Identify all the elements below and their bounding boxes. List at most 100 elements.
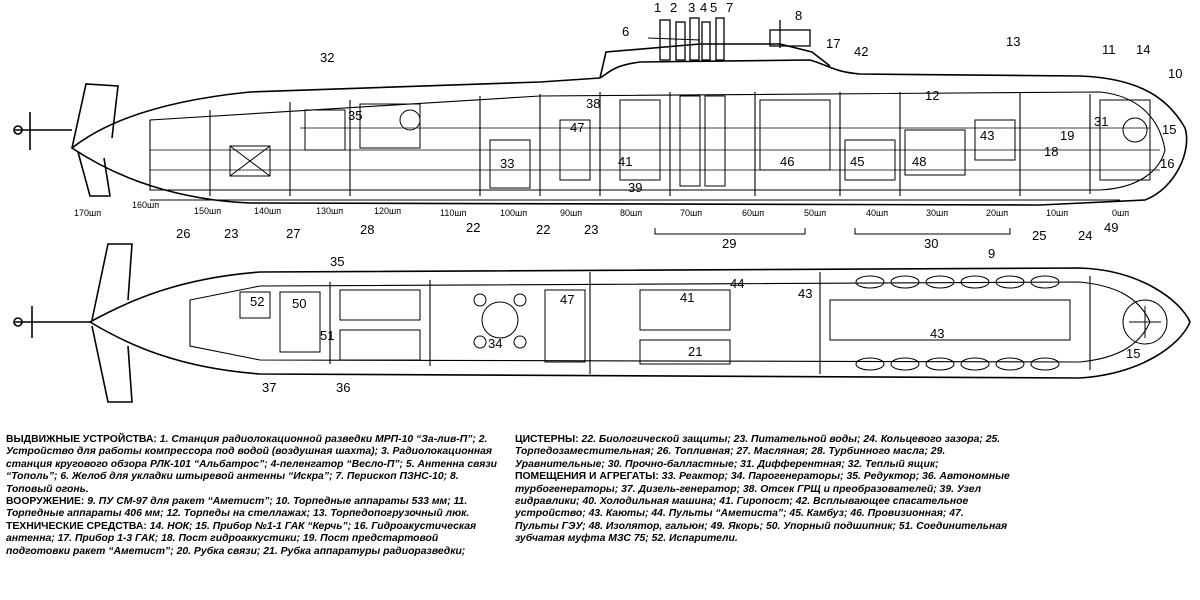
frame-label: 110шп [440,208,467,218]
callout-5: 5 [710,0,717,15]
legend-paragraph: ЦИСТЕРНЫ: 22. Биологической защиты; 23. … [515,434,1010,471]
callout-14: 14 [1136,42,1150,57]
plan-view [13,243,1191,403]
callout-41: 41 [618,154,632,169]
tail-fin [71,83,119,149]
callout-11: 11 [1102,42,1116,57]
plan-callout-37: 37 [262,380,276,395]
plan-callout-43a: 43 [798,286,812,301]
plan-fin-lower [91,325,133,403]
plan-fin-upper [91,243,133,321]
plan-callout-50: 50 [292,296,306,311]
frame-label: 140шп [254,206,281,216]
callout-13: 13 [1006,34,1020,49]
frame-label: 170шп [74,208,101,218]
callout-8: 8 [795,8,802,23]
callout-45: 45 [850,154,864,169]
plan-callout-21: 21 [688,344,702,359]
bracket-30 [854,228,1011,235]
callout-4: 4 [700,0,707,15]
callout-7: 7 [726,0,733,15]
plan-propeller-icon [13,306,90,338]
callout-32: 32 [320,50,334,65]
callout-39: 39 [628,180,642,195]
callout-2: 2 [670,0,677,15]
legend-right-column: ЦИСТЕРНЫ: 22. Биологической защиты; 23. … [515,434,1010,546]
frame-label: 120шп [374,206,401,216]
callout-48: 48 [912,154,926,169]
legend-text: 22. Биологической защиты; 23. Питательно… [515,434,1001,470]
legend-heading: ПОМЕЩЕНИЯ И АГРЕГАТЫ: [515,471,659,483]
plan-callout-9: 9 [988,246,995,261]
callout-31: 31 [1094,114,1108,129]
legend-paragraph: ВООРУЖЕНИЕ: 9. ПУ СМ-97 для ракет “Амети… [6,496,498,521]
plan-hull-outline [88,267,1191,379]
callout-49: 49 [1104,220,1118,235]
launch-tubes [855,275,1060,371]
plan-equipment [239,289,1168,365]
legend-heading: ТЕХНИЧЕСКИЕ СРЕДСТВА: [6,520,147,532]
masts [647,17,811,61]
callout-23b: 23 [584,222,598,237]
side-view [13,17,1188,235]
frame-label: 20шп [986,208,1008,218]
callout-1: 1 [654,0,661,15]
plan-callout-34: 34 [488,336,502,351]
plan-callouts: 35 9 52 50 47 41 44 43 43 34 51 37 36 21… [250,246,1140,395]
callout-17: 17 [826,36,840,51]
legend-paragraph: ПОМЕЩЕНИЯ И АГРЕГАТЫ: 33. Реактор; 34. П… [515,471,1010,545]
callout-28: 28 [360,222,374,237]
frame-label: 60шп [742,208,764,218]
frame-label: 100шп [500,208,527,218]
frame-label: 160шп [132,200,159,210]
submarine-drawing: 1 2 3 4 5 7 8 6 17 42 13 11 14 10 32 12 … [13,0,1191,403]
plan-callout-43b: 43 [930,326,944,341]
frame-label: 10шп [1046,208,1068,218]
legend-text: 1. Станция радиолокационной разведки МРП… [6,434,498,495]
callout-19: 19 [1060,128,1074,143]
callout-3: 3 [688,0,695,15]
legend-heading: ВООРУЖЕНИЕ: [6,496,85,508]
callout-26: 26 [176,226,190,241]
callout-15: 15 [1162,122,1176,137]
callout-35: 35 [348,108,362,123]
frame-label: 70шп [680,208,702,218]
legend-text: 33. Реактор; 34. Парогенераторы; 35. Ред… [515,471,1010,545]
callout-27: 27 [286,226,300,241]
legend-heading: ВЫДВИЖНЫЕ УСТРОЙСТВА: [6,434,157,445]
callout-29: 29 [722,236,736,251]
legend-left-column: ВЫДВИЖНЫЕ УСТРОЙСТВА: 1. Станция радиоло… [6,434,498,558]
frame-label: 0шп [1112,208,1129,218]
bulkheads [150,92,1160,196]
frame-label: 150шп [194,206,221,216]
frame-label: 80шп [620,208,642,218]
callout-23: 23 [224,226,238,241]
frame-label: 50шп [804,208,826,218]
lower-fin [77,151,111,197]
legend-paragraph: ВЫДВИЖНЫЕ УСТРОЙСТВА: 1. Станция радиоло… [6,434,498,496]
legend-text: 9. ПУ СМ-97 для ракет “Аметист”; 10. Тор… [6,496,470,520]
plan-callout-15: 15 [1126,346,1140,361]
frame-numbers: 170шп 160шп 150шп 140шп 130шп 120шп 110ш… [74,200,1129,218]
callout-22b: 22 [536,222,550,237]
propeller-icon [13,112,72,150]
callout-24: 24 [1078,228,1092,243]
frame-label: 130шп [316,206,343,216]
frame-label: 90шп [560,208,582,218]
side-hull-outline [70,59,1188,206]
plan-callout-52: 52 [250,294,264,309]
plan-callout-51: 51 [320,328,334,343]
plan-callout-35: 35 [330,254,344,269]
callout-46: 46 [780,154,794,169]
callout-6: 6 [622,24,629,39]
callout-33: 33 [500,156,514,171]
callout-18: 18 [1044,144,1058,159]
frame-label: 40шп [866,208,888,218]
legend-paragraph: ТЕХНИЧЕСКИЕ СРЕДСТВА: 14. НОК; 15. Прибо… [6,521,498,558]
callout-47: 47 [570,120,584,135]
sail-outline [599,43,831,79]
equipment-blocks [229,95,1151,189]
callout-43: 43 [980,128,994,143]
callout-16: 16 [1160,156,1174,171]
side-callouts: 1 2 3 4 5 7 8 6 17 42 13 11 14 10 32 12 … [176,0,1182,251]
